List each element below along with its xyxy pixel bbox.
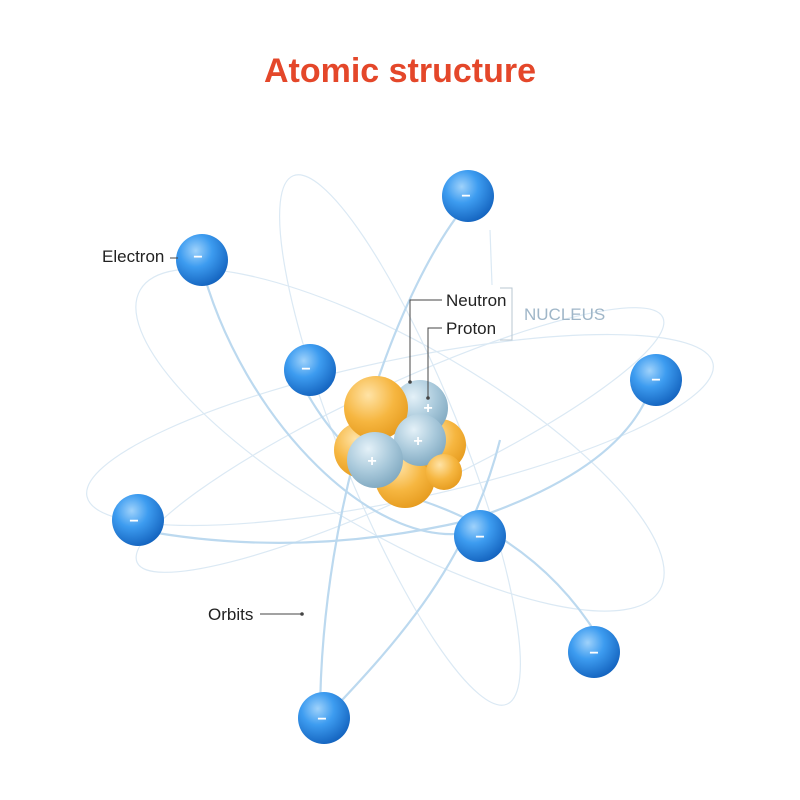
- nucleus: + + +: [334, 376, 466, 508]
- electron-sphere: [442, 170, 494, 222]
- electron: −: [298, 692, 350, 744]
- electron: −: [454, 510, 506, 562]
- electron: −: [112, 494, 164, 546]
- proton-sphere: [347, 432, 403, 488]
- proton-leader-dot: [426, 396, 430, 400]
- neutron-sphere: [344, 376, 408, 440]
- proton-leader: [427, 327, 442, 398]
- electron-sphere: [454, 510, 506, 562]
- electron-sphere: [298, 692, 350, 744]
- orbits-label: Orbits: [208, 605, 253, 624]
- neutron-leader: [409, 299, 442, 382]
- electron-sign: −: [475, 529, 484, 546]
- proton-sign: +: [423, 400, 432, 417]
- orbits-leader-dot: [300, 612, 304, 616]
- proton-sign: +: [413, 433, 422, 450]
- electron: −: [442, 170, 494, 222]
- leader-lines: [170, 257, 513, 616]
- electron-sign: −: [129, 513, 138, 530]
- electron-sphere: [112, 494, 164, 546]
- orbit-ring: [135, 268, 665, 612]
- orbit-path: [489, 229, 493, 286]
- page-title: Atomic structure: [264, 52, 536, 90]
- neutron-label: Neutron: [446, 291, 506, 310]
- electron-sign: −: [193, 249, 202, 266]
- electron-sign: −: [461, 188, 470, 205]
- electron-sphere: [568, 626, 620, 678]
- neutron-sphere: [426, 454, 462, 490]
- electron: −: [176, 234, 228, 286]
- electron-label: Electron: [102, 247, 164, 266]
- electron-sign: −: [589, 645, 598, 662]
- electron: −: [568, 626, 620, 678]
- nucleus-label: NUCLEUS: [524, 305, 605, 324]
- nucleus-bracket: [500, 287, 513, 341]
- orbit-path: [324, 439, 502, 719]
- electron-sign: −: [317, 711, 326, 728]
- electron-sphere: [630, 354, 682, 406]
- electron-sign: −: [651, 372, 660, 389]
- electron-sphere: [176, 234, 228, 286]
- proton-sign: +: [367, 453, 376, 470]
- electron-sign: −: [301, 361, 310, 378]
- electron: −: [284, 344, 336, 396]
- electron: −: [630, 354, 682, 406]
- proton-sphere: [394, 414, 446, 466]
- orbit-path: [198, 259, 481, 536]
- neutron-leader-dot: [408, 380, 412, 384]
- proton-label: Proton: [446, 319, 496, 338]
- orbit-path: [299, 379, 601, 641]
- electron-sphere: [284, 344, 336, 396]
